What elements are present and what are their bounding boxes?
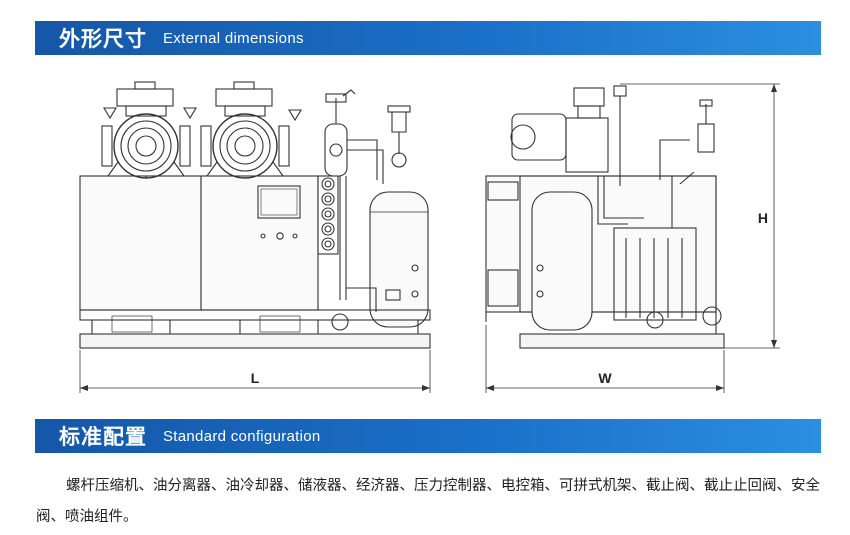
section-title-zh: 外形尺寸 [59, 27, 147, 51]
front-view [79, 81, 431, 393]
dimension-length-label: L [251, 370, 260, 386]
control-panel-screen-icon [257, 185, 301, 219]
dimension-width-label: W [598, 370, 612, 386]
section-header-external-dimensions: 外形尺寸 External dimensions [35, 21, 821, 55]
dimension-height-label: H [758, 210, 768, 226]
section-title-en: External dimensions [163, 29, 304, 47]
section-title-en: Standard configuration [163, 427, 321, 445]
standard-configuration-text: 螺杆压缩机、油分离器、油冷却器、储液器、经济器、压力控制器、电控箱、可拼式机架、… [36, 478, 820, 525]
dimension-drawing: L [79, 81, 780, 393]
side-view [485, 83, 780, 393]
section-title-zh: 标准配置 [59, 425, 147, 449]
section-header-standard-configuration: 标准配置 Standard configuration [35, 419, 821, 453]
